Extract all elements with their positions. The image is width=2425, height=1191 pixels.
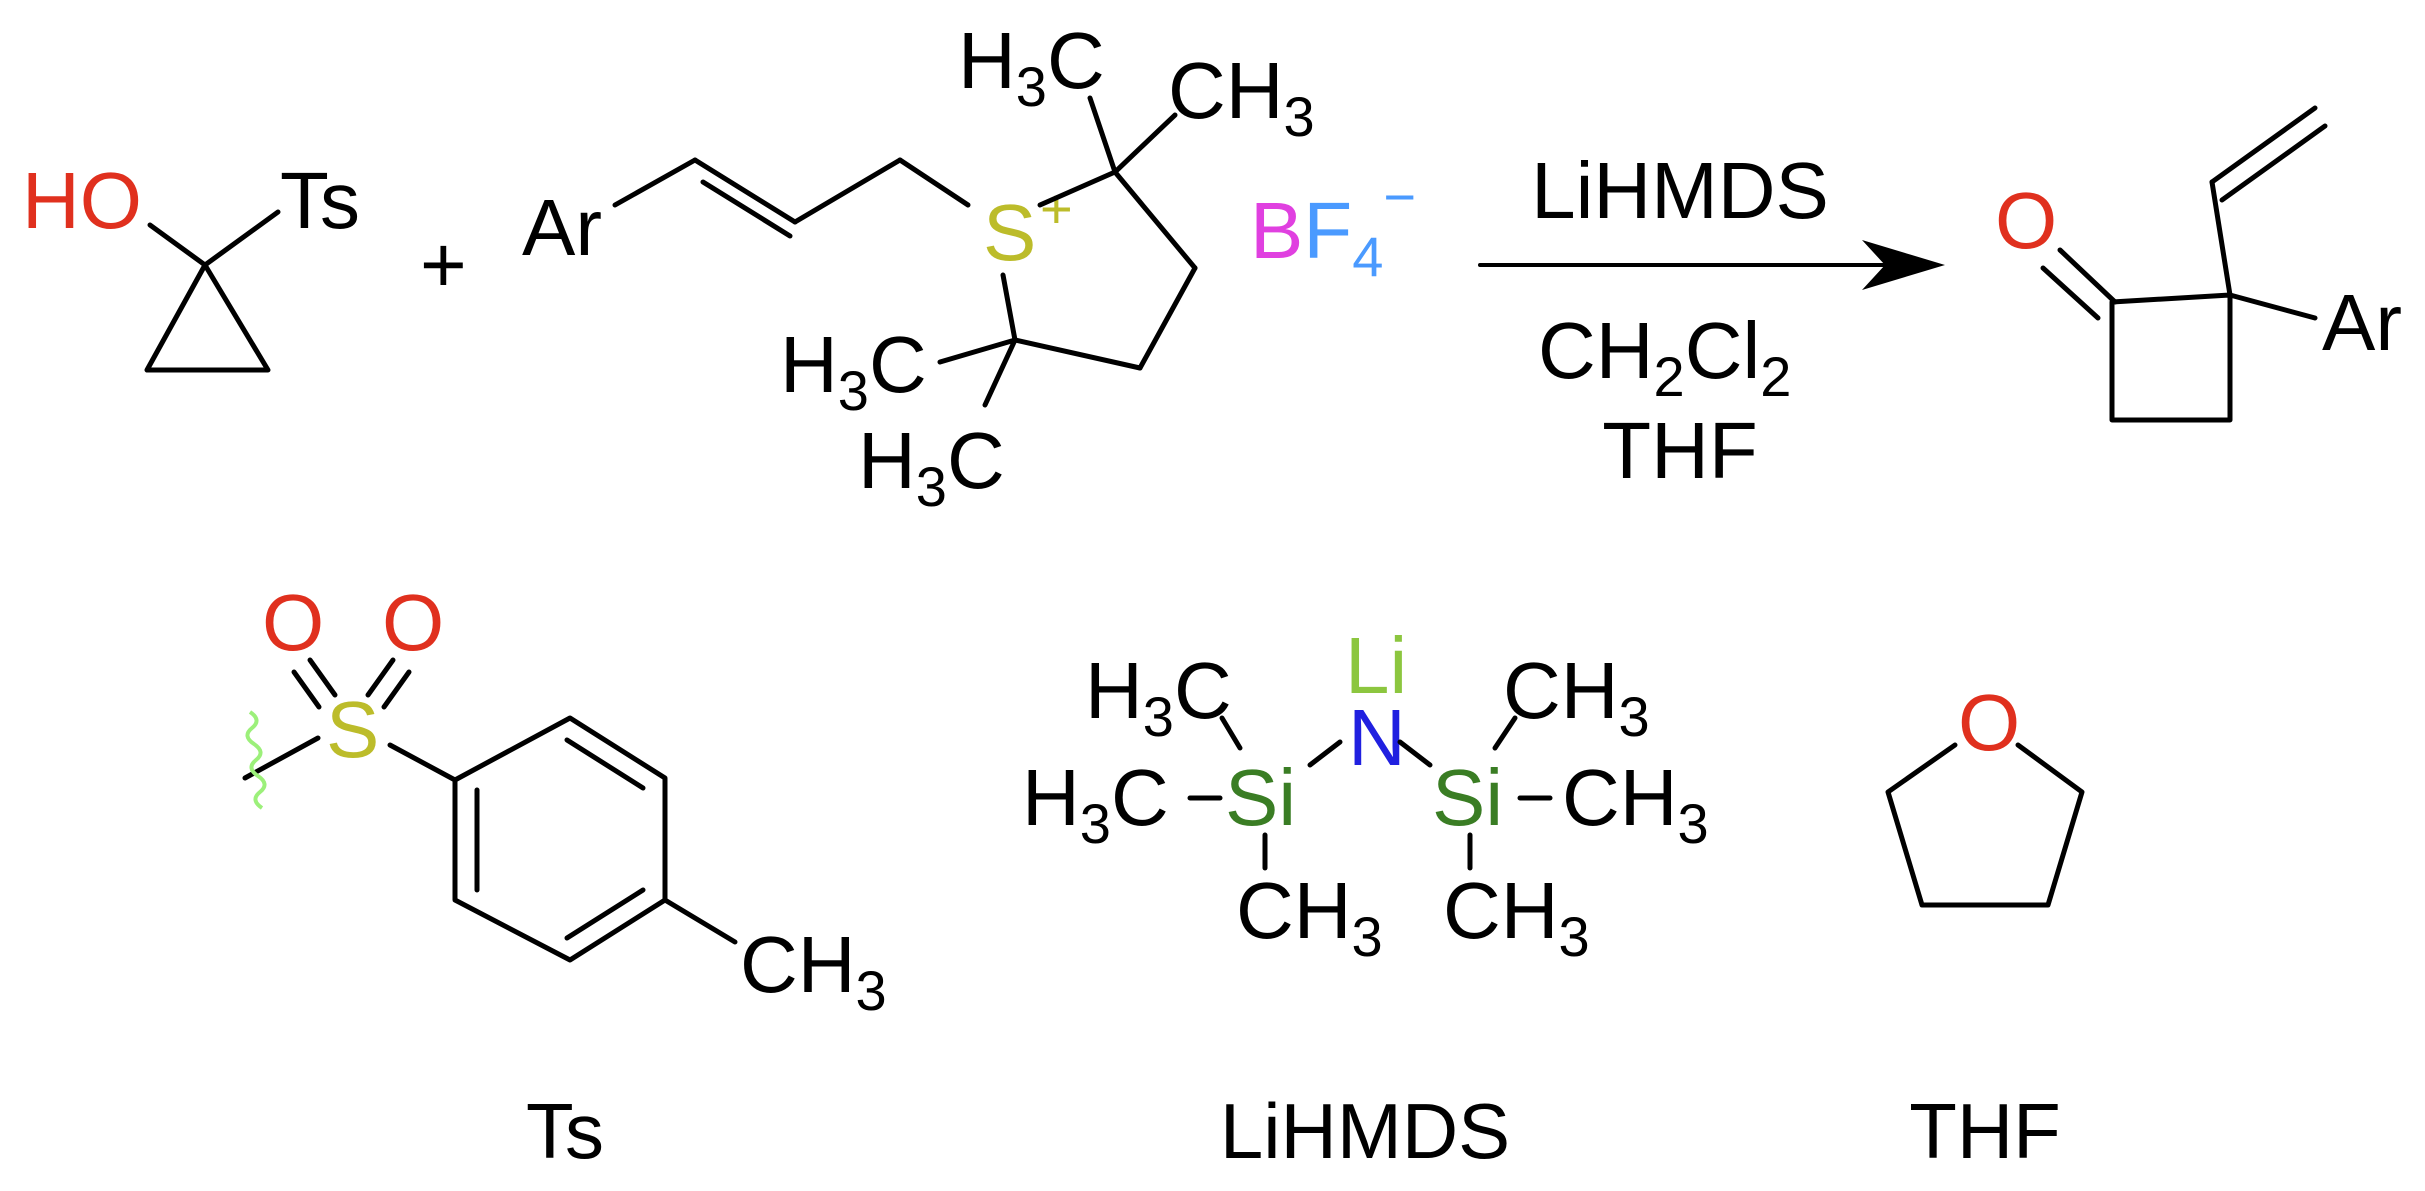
reactant-cyclopropanol: HO Ts xyxy=(22,156,360,373)
lihmds-me-l: H3C xyxy=(1022,753,1169,855)
bond-c1-c2-double xyxy=(700,179,793,239)
cyclobutane-ring xyxy=(2109,292,2233,423)
bond-ar-c1 xyxy=(612,157,698,208)
ts-so-left-1 xyxy=(307,657,338,698)
bond-vinyl-2b xyxy=(2219,123,2328,203)
methyl-bot: H3C xyxy=(858,416,1005,518)
bond-c1-c2 xyxy=(692,157,798,225)
bond-c5ring-s xyxy=(1000,272,1018,343)
lihmds-n: N xyxy=(1348,693,1406,782)
lihmds-li: Li xyxy=(1345,621,1407,710)
methyl-top-right: CH3 xyxy=(1168,46,1315,148)
ts-so-left-2 xyxy=(291,669,322,710)
reactant-sulfonium: Ar S + H3C CH3 H3C H3C xyxy=(522,16,1315,518)
tosyl-label: Ts xyxy=(280,156,360,245)
bond-me-top-right xyxy=(1112,112,1178,175)
bond-me-mid xyxy=(937,337,1018,365)
reaction-arrow-group: LiHMDS CH2Cl2 THF xyxy=(1478,146,1945,495)
ts-o-right: O xyxy=(382,578,444,667)
product-cyclobutanone: O Ar xyxy=(1995,105,2402,423)
bond-c4ring-c5ring xyxy=(1012,337,1143,371)
ts-wavy-attachment xyxy=(245,710,267,810)
thf-caption: THF xyxy=(1909,1087,2061,1175)
ts-so-right-1 xyxy=(365,657,396,698)
bond-c-o-double-1 xyxy=(2057,247,2118,305)
ts-bond-ring-me xyxy=(662,897,738,945)
lihmds-bond-n-sileft xyxy=(1307,739,1343,768)
sulfonium-charge: + xyxy=(1040,177,1073,240)
ts-s: S xyxy=(326,685,379,774)
bond-c-ar xyxy=(2227,292,2318,321)
bond-me-bot xyxy=(982,337,1018,408)
ts-bond-s-ring xyxy=(387,742,458,783)
lihmds-caption: LiHMDS xyxy=(1220,1087,1510,1175)
lihmds-si-left: Si xyxy=(1225,753,1296,842)
lihmds-bond-sileft-ul xyxy=(1219,715,1243,751)
reaction-arrowhead xyxy=(1862,240,1945,290)
thf-ring xyxy=(1885,742,2085,908)
methyl-top-left: H3C xyxy=(958,16,1105,118)
methyl-mid: H3C xyxy=(780,320,927,422)
bond-c3-s xyxy=(897,157,971,208)
bond-c-o xyxy=(147,222,208,268)
reagent-above: LiHMDS xyxy=(1531,146,1829,235)
bond-c2ring-c3ring xyxy=(1112,169,1198,271)
ts-benzene-inner-1 xyxy=(564,737,646,791)
ts-caption: Ts xyxy=(526,1087,604,1175)
bond-s-c2ring xyxy=(1037,169,1118,208)
thf-o: O xyxy=(1958,678,2020,767)
lihmds-bond-siright-ur xyxy=(1492,715,1518,751)
lihmds-me-ll: CH3 xyxy=(1236,866,1383,968)
ts-bond-attach xyxy=(242,735,321,781)
bond-c-o-double-2 xyxy=(2040,265,2101,321)
lihmds-me-lr: CH3 xyxy=(1443,866,1590,968)
sulfonium-s: S xyxy=(983,188,1036,277)
ts-o-left: O xyxy=(262,578,324,667)
thf-structure: O THF xyxy=(1885,678,2085,1175)
aryl-label: Ar xyxy=(522,183,602,272)
carbonyl-o: O xyxy=(1995,176,2057,265)
bond-c3ring-c4ring xyxy=(1137,265,1198,371)
ts-benzene-ring xyxy=(452,715,668,963)
solvent-thf: THF xyxy=(1602,406,1758,495)
lihmds-me-r: CH3 xyxy=(1562,753,1709,855)
tosyl-structure: O O S CH3 Ts xyxy=(242,578,887,1175)
bond-c-ts xyxy=(202,209,281,268)
lihmds-me-ur: CH3 xyxy=(1503,646,1650,748)
product-aryl: Ar xyxy=(2322,278,2402,367)
ts-benzene-inner-2 xyxy=(564,887,646,941)
bond-me-top-left xyxy=(1087,95,1118,175)
bond-vinyl-2 xyxy=(2209,105,2318,185)
ts-so-right-2 xyxy=(381,669,412,710)
ts-methyl: CH3 xyxy=(740,920,887,1022)
counterion-bf4: BF4− xyxy=(1250,165,1416,288)
bond-vinyl-1 xyxy=(2209,179,2233,298)
hydroxyl-label: HO xyxy=(22,156,142,245)
cyclopropane-ring xyxy=(144,262,271,373)
solvent-dcm: CH2Cl2 xyxy=(1538,306,1791,408)
lihmds-bond-n-siright xyxy=(1397,739,1433,768)
lihmds-si-right: Si xyxy=(1432,753,1503,842)
lihmds-structure: Li N Si Si H3C H3C CH3 CH3 CH3 CH3 LiHMD… xyxy=(1022,621,1709,1175)
bond-c2-c3 xyxy=(792,157,903,225)
plus-sign: + xyxy=(420,220,467,309)
lihmds-me-ul: H3C xyxy=(1085,646,1232,748)
